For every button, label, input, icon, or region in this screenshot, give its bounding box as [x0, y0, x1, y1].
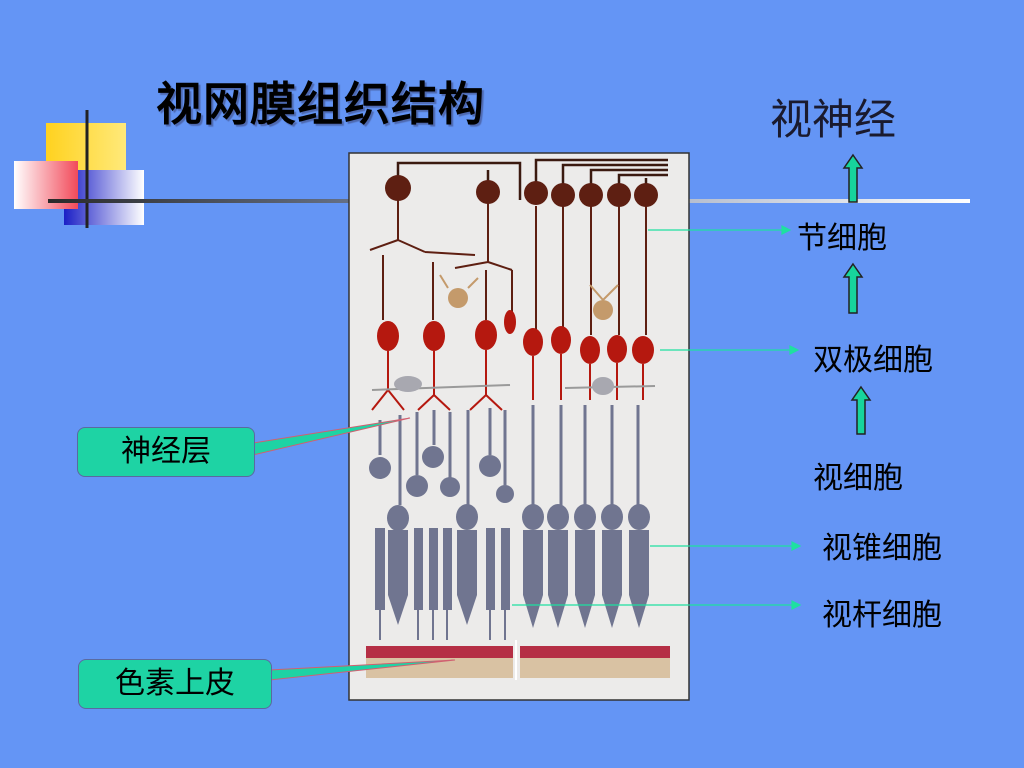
- rod-cell-label: 视杆细胞: [822, 598, 942, 633]
- bipolar-cells: [377, 310, 654, 364]
- retina-illustration: [348, 152, 690, 701]
- photoreceptor-nuclei: [369, 446, 514, 503]
- slide-title: 视网膜组织结构: [156, 77, 485, 131]
- optic-axons: [396, 158, 668, 200]
- neural-layer-callout: 神经层: [77, 427, 255, 477]
- amacrine-cells: [448, 288, 613, 320]
- pigment-epithelium-layer: [366, 640, 670, 680]
- photoreceptor-label: 视细胞: [813, 461, 903, 496]
- cone-cell-label: 视锥细胞: [822, 531, 942, 566]
- cone-cells: [387, 504, 650, 628]
- optic-nerve-label: 视神经: [770, 95, 897, 144]
- rod-cells: [375, 528, 510, 610]
- ganglion-cell-label: 节细胞: [797, 221, 887, 256]
- ganglion-cells: [385, 175, 658, 207]
- up-arrow: [850, 385, 872, 435]
- pointer-lines: [512, 225, 802, 610]
- up-arrow: [842, 153, 864, 203]
- horizontal-cells: [371, 376, 656, 395]
- decorative-squares: [14, 110, 144, 228]
- bipolar-cell-label: 双极细胞: [813, 343, 933, 378]
- pigment-epithelium-callout: 色素上皮: [78, 659, 272, 709]
- up-arrow: [842, 262, 864, 314]
